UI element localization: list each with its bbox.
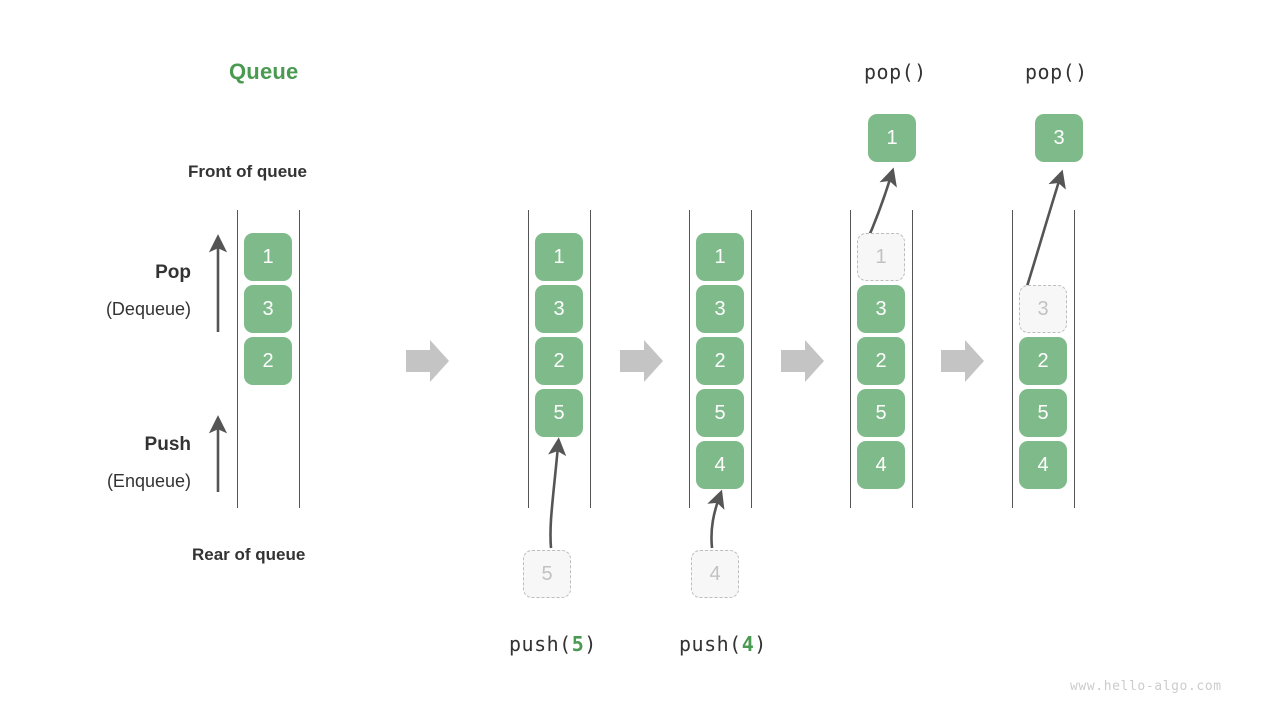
caption-fn: push(: [509, 632, 572, 656]
popped-cell: 1: [868, 114, 916, 162]
caption-close: ): [584, 632, 597, 656]
rail-left: [237, 210, 238, 508]
queue-cell: 5: [1019, 389, 1067, 437]
rail-left: [689, 210, 690, 508]
queue-cell: 3: [244, 285, 292, 333]
push-operation-caption: push(4): [679, 634, 767, 654]
rail-right: [590, 210, 591, 508]
rail-left: [528, 210, 529, 508]
push-arrow-col2: [548, 437, 567, 549]
pop-operation-caption: pop(): [1025, 60, 1088, 84]
step-arrow-4: [941, 340, 984, 382]
pop-operation-caption: pop(): [864, 60, 927, 84]
push-arrow-col3: [707, 489, 725, 549]
pop-label: Pop: [155, 262, 191, 283]
queue-cell-ghost: 1: [857, 233, 905, 281]
queue-cell: 3: [696, 285, 744, 333]
pop-arrow-col5: [1022, 169, 1066, 297]
rail-left: [1012, 210, 1013, 508]
step-arrow-3: [781, 340, 824, 382]
watermark: www.hello-algo.com: [1070, 679, 1222, 694]
push-operation-caption: push(5): [509, 634, 597, 654]
queue-cell: 1: [244, 233, 292, 281]
queue-cell: 3: [535, 285, 583, 333]
queue-cell: 1: [535, 233, 583, 281]
page-title: Queue: [229, 59, 299, 84]
queue-cell: 2: [244, 337, 292, 385]
caption-arg: 5: [571, 632, 585, 656]
queue-cell-ghost: 3: [1019, 285, 1067, 333]
rail-left: [850, 210, 851, 508]
rail-right: [1074, 210, 1075, 508]
push-alt-label: (Enqueue): [106, 471, 191, 491]
rail-right: [912, 210, 913, 508]
rail-right: [299, 210, 300, 508]
queue-cell: 2: [857, 337, 905, 385]
push-label: Push: [144, 434, 191, 455]
queue-cell: 4: [696, 441, 744, 489]
caption-arg: 4: [741, 632, 755, 656]
queue-cell: 2: [1019, 337, 1067, 385]
step-arrow-2: [620, 340, 663, 382]
queue-cell: 5: [696, 389, 744, 437]
incoming-ghost-cell: 4: [691, 550, 739, 598]
incoming-ghost-cell: 5: [523, 550, 571, 598]
queue-cell: 2: [535, 337, 583, 385]
queue-cell: 3: [857, 285, 905, 333]
queue-cell: 5: [535, 389, 583, 437]
caption-close: ): [754, 632, 767, 656]
queue-cell: 5: [857, 389, 905, 437]
step-arrow-1: [406, 340, 449, 382]
rear-of-queue-label: Rear of queue: [192, 545, 306, 564]
caption-fn: push(: [679, 632, 742, 656]
queue-cell: 1: [696, 233, 744, 281]
pop-alt-label: (Dequeue): [105, 299, 191, 319]
front-of-queue-label: Front of queue: [188, 162, 307, 181]
queue-cell: 2: [696, 337, 744, 385]
rail-right: [751, 210, 752, 508]
queue-cell: 4: [857, 441, 905, 489]
queue-cell: 4: [1019, 441, 1067, 489]
popped-cell: 3: [1035, 114, 1083, 162]
